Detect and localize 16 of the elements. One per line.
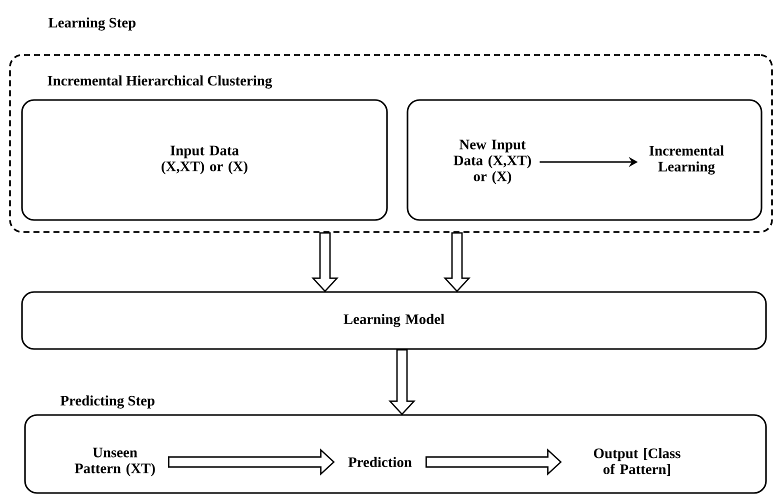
- label: Incremental Learning: [649, 145, 724, 175]
- block-arrow: [311, 232, 339, 292]
- block-arrow: [426, 448, 562, 476]
- heading: Predicting Step: [60, 395, 154, 409]
- heading: Learning Step: [48, 17, 136, 31]
- block-arrow: [388, 349, 416, 416]
- process-box: [406, 99, 762, 221]
- heading: Incremental Hierarchical Clustering: [48, 75, 272, 89]
- label: New Input Data (X,XT) or (X): [454, 140, 531, 184]
- label: Output [Class of Pattern]: [594, 448, 680, 476]
- process-box: Input Data (X,XT) or (X): [21, 99, 388, 221]
- label: Prediction: [348, 456, 412, 468]
- process-box: Learning Model: [21, 291, 767, 350]
- block-arrow: [443, 232, 471, 292]
- label: Unseen Pattern (XT): [74, 448, 155, 476]
- block-arrow: [168, 448, 335, 476]
